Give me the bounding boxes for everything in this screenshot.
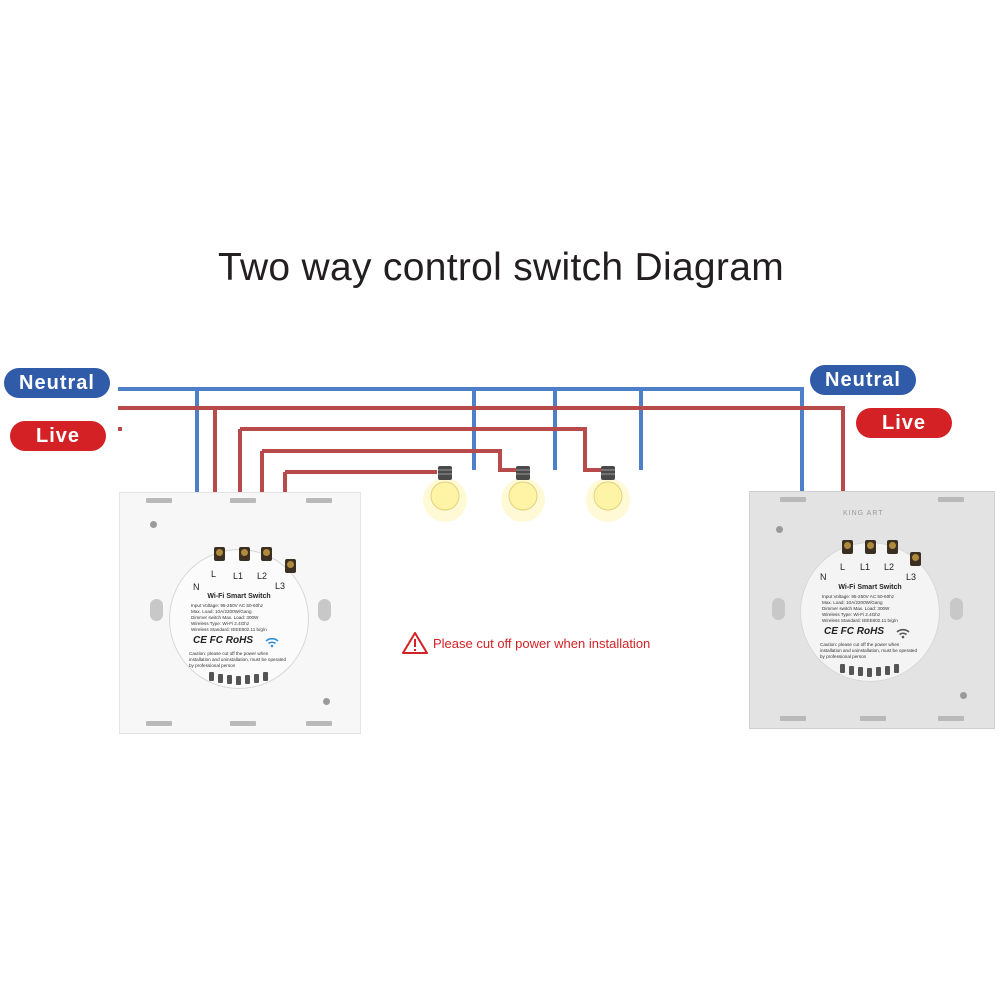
terminal-screw xyxy=(214,547,225,561)
terminal-label-l1: L1 xyxy=(860,562,871,572)
terminal-screw xyxy=(842,540,853,554)
neutral-label-left: Neutral xyxy=(4,368,110,398)
vent-slot xyxy=(209,672,214,681)
live-label-right: Live xyxy=(856,408,952,438)
brand-logo: KING ART xyxy=(843,510,884,517)
terminal-label-l3: L3 xyxy=(906,572,917,582)
neutral-label-right: Neutral xyxy=(810,365,916,395)
vent-slot xyxy=(227,675,232,684)
terminal-screw xyxy=(261,547,272,561)
vent-slot xyxy=(867,668,872,677)
vent-slot xyxy=(894,664,899,673)
terminal-screw xyxy=(887,540,898,554)
panel-slot xyxy=(306,721,332,726)
module-caution: Caution: please cut off the power when i… xyxy=(189,651,287,668)
terminal-screw xyxy=(285,559,296,573)
module-caution: Caution: please cut off the power when i… xyxy=(820,642,918,659)
vent-slot xyxy=(849,666,854,675)
light-bulb-icon xyxy=(498,462,548,529)
terminal-label-n: N xyxy=(193,582,200,592)
mount-oval xyxy=(150,599,163,621)
certification-marks: CE FC RoHS xyxy=(824,626,884,637)
vent-slot xyxy=(218,674,223,683)
terminal-label-l3: L3 xyxy=(275,581,286,591)
mount-oval xyxy=(950,598,963,620)
panel-slot xyxy=(860,716,886,721)
panel-slot xyxy=(230,498,256,503)
panel-slot xyxy=(780,716,806,721)
light-bulb-icon xyxy=(420,462,470,529)
module-specs: Input Voltage: 95-250V AC 50-60hz Max. L… xyxy=(822,594,898,623)
screw-hole xyxy=(323,698,330,705)
terminal-label-l: L xyxy=(840,562,846,572)
light-bulb-icon xyxy=(583,462,633,529)
vent-slot xyxy=(858,667,863,676)
terminal-screw xyxy=(865,540,876,554)
module-specs: Input Voltage: 95-250V AC 50-60hz Max. L… xyxy=(191,603,267,632)
switch-panel-left: N L L1 L2 L3 Wi-Fi Smart Switch Input Vo… xyxy=(119,492,361,734)
wifi-icon xyxy=(265,635,279,653)
screw-hole xyxy=(150,521,157,528)
terminal-label-l: L xyxy=(211,569,217,579)
panel-slot xyxy=(938,497,964,502)
terminal-label-n: N xyxy=(820,572,827,582)
switch-panel-right: KING ART N L L1 L2 L3 Wi-Fi Smart Switch… xyxy=(749,491,995,729)
switch-module: N L L1 L2 L3 Wi-Fi Smart Switch Input Vo… xyxy=(169,547,309,689)
vent-slot xyxy=(876,667,881,676)
panel-slot xyxy=(146,498,172,503)
panel-slot xyxy=(938,716,964,721)
terminal-label-l2: L2 xyxy=(257,571,268,581)
diagram-title: Two way control switch Diagram xyxy=(217,246,784,289)
panel-slot xyxy=(306,498,332,503)
module-name: Wi-Fi Smart Switch xyxy=(207,593,271,600)
mount-oval xyxy=(318,599,331,621)
vent-slot xyxy=(885,666,890,675)
warning-message: Please cut off power when installation xyxy=(433,636,651,651)
vent-slot xyxy=(254,674,259,683)
screw-hole xyxy=(960,692,967,699)
terminal-label-l2: L2 xyxy=(884,562,895,572)
terminal-label-l1: L1 xyxy=(233,571,244,581)
panel-slot xyxy=(780,497,806,502)
screw-hole xyxy=(776,526,783,533)
live-label-left: Live xyxy=(10,421,106,451)
certification-marks: CE FC RoHS xyxy=(193,635,253,646)
vent-slot xyxy=(263,672,268,681)
module-name: Wi-Fi Smart Switch xyxy=(838,584,902,591)
wifi-icon xyxy=(896,626,910,644)
panel-slot xyxy=(146,721,172,726)
mount-oval xyxy=(772,598,785,620)
vent-slot xyxy=(840,664,845,673)
warning-triangle-icon xyxy=(402,632,428,659)
terminal-screw xyxy=(239,547,250,561)
terminal-screw xyxy=(910,552,921,566)
panel-slot xyxy=(230,721,256,726)
vent-slot xyxy=(245,675,250,684)
vent-slot xyxy=(236,676,241,685)
switch-module: N L L1 L2 L3 Wi-Fi Smart Switch Input Vo… xyxy=(800,540,940,682)
